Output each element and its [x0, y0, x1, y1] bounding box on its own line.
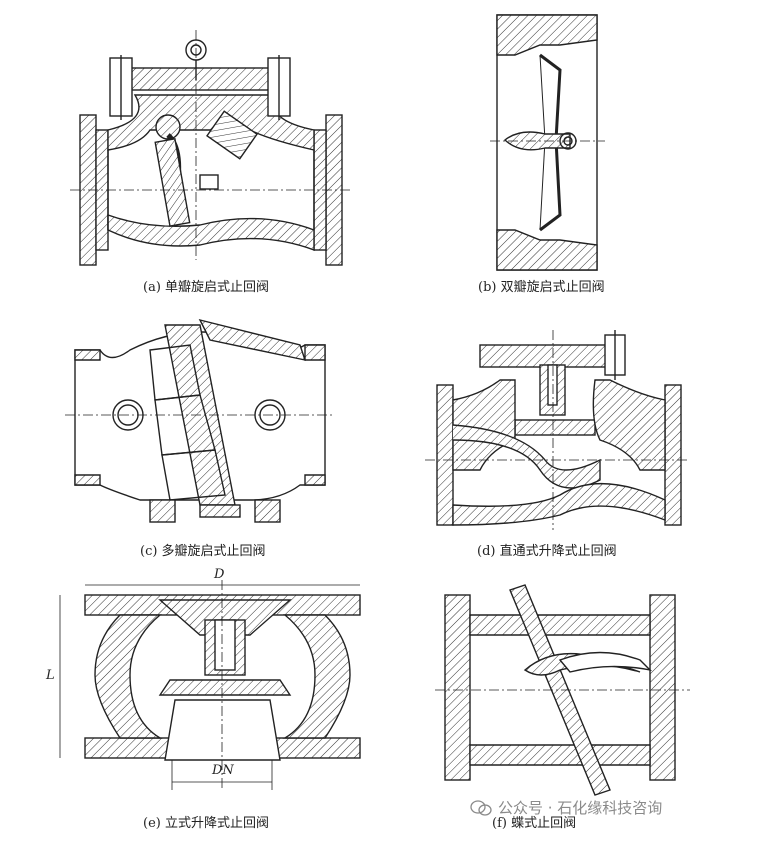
wechat-icon: [470, 799, 492, 816]
caption-e: (e) 立式升降式止回阀: [143, 816, 269, 831]
caption-b: (b) 双瓣旋启式止回阀: [478, 280, 605, 295]
caption-c: (c) 多瓣旋启式止回阀: [140, 544, 266, 559]
dimension-l-label: L: [46, 668, 55, 683]
dimension-dn-label: DN: [212, 763, 234, 778]
figure-e-vertical-lift: [59, 580, 361, 790]
watermark: 公众号 · 石化缘科技咨询: [470, 797, 662, 818]
caption-d: (d) 直通式升降式止回阀: [477, 544, 617, 559]
dimension-d-label: D: [214, 567, 225, 582]
caption-f: (f) 蝶式止回阀: [492, 816, 577, 831]
caption-a: (a) 单瓣旋启式止回阀: [143, 280, 270, 295]
figure-f-butterfly: [435, 584, 690, 796]
figure-c-multi-disc-swing: [65, 318, 335, 523]
figure-a-single-disc-swing: [70, 30, 350, 266]
figure-d-straight-lift: [425, 330, 690, 530]
figure-b-double-disc-swing: [490, 14, 605, 271]
watermark-text: 公众号 · 石化缘科技咨询: [498, 799, 663, 817]
